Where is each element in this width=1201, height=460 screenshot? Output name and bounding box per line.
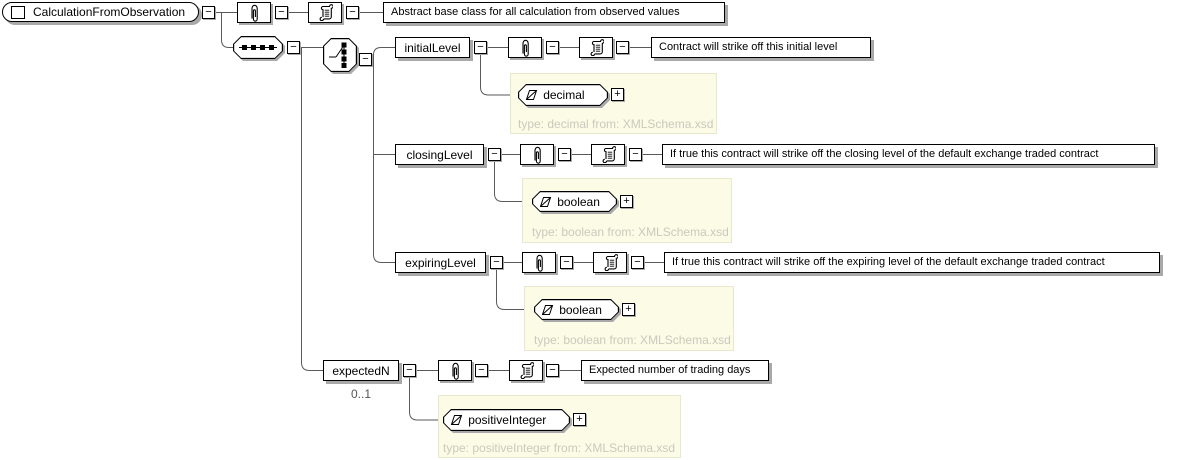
paperclip-icon [533,146,541,164]
annotation-button[interactable] [509,360,543,381]
attributes-button[interactable] [438,360,472,381]
annotation-text[interactable]: If true this contract will strike off th… [664,252,1160,273]
attributes-button[interactable] [508,37,542,58]
annotation-button[interactable] [579,37,613,58]
sequence-compositor[interactable] [233,36,283,59]
datatype-label: boolean [557,194,600,209]
element-expiringlevel[interactable]: expiringLevel [395,252,486,273]
collapse-toggle[interactable]: − [631,256,644,269]
datatype-box-decimal[interactable]: decimal [518,84,608,106]
collapse-toggle[interactable]: − [202,6,215,19]
expand-toggle[interactable]: + [573,413,586,426]
collapse-toggle[interactable]: − [560,256,573,269]
slanted-square-icon [450,414,463,426]
expand-toggle[interactable]: + [622,303,635,316]
sequence-icon [239,43,277,52]
collapse-toggle[interactable]: − [359,53,372,66]
datatype-label: boolean [559,302,602,317]
collapse-toggle[interactable]: − [558,148,571,161]
annotation-text[interactable]: If true this contract will strike off th… [662,144,1155,165]
element-closinglevel[interactable]: closingLevel [395,144,484,165]
root-element[interactable]: CalculationFromObservation [2,2,199,22]
collapse-toggle[interactable]: − [474,41,487,54]
choice-icon [329,42,351,68]
annotation-button[interactable] [591,144,625,165]
scroll-icon [590,39,604,56]
annotation-text[interactable]: Contract will strike off this initial le… [651,37,871,58]
datatype-label: decimal [543,88,585,102]
attributes-button[interactable] [522,252,556,273]
type-note: type: positiveInteger from: XMLSchema.xs… [443,441,676,455]
annotation-button[interactable] [593,252,627,273]
type-panel-boolean-2 [524,286,734,351]
cardinality-label: 0..1 [350,387,371,401]
collapse-toggle[interactable]: − [490,256,503,269]
square-icon [11,5,25,19]
datatype-label: positiveInteger [468,413,547,427]
collapse-toggle[interactable]: − [546,364,559,377]
paperclip-icon [521,39,529,57]
root-element-label: CalculationFromObservation [33,5,186,19]
paperclip-icon [535,254,543,272]
collapse-toggle[interactable]: − [275,6,288,19]
element-label: closingLevel [406,147,473,162]
annotation-text[interactable]: Expected number of trading days [581,360,769,381]
datatype-box-positiveinteger[interactable]: positiveInteger [443,409,570,431]
collapse-toggle[interactable]: − [287,41,300,54]
collapse-toggle[interactable]: − [403,364,416,377]
expand-toggle[interactable]: + [620,195,633,208]
collapse-toggle[interactable]: − [616,41,629,54]
slanted-square-icon [539,196,552,208]
element-label: expiringLevel [405,255,476,270]
collapse-toggle[interactable]: − [488,148,501,161]
scroll-icon [602,146,616,163]
expand-toggle[interactable]: + [611,88,624,101]
scroll-icon [604,254,618,271]
slanted-square-icon [525,89,538,101]
slanted-square-icon [541,304,554,316]
paperclip-icon [250,4,258,22]
type-note: type: boolean from: XMLSchema.xsd [534,333,731,347]
choice-compositor[interactable] [323,38,357,72]
scroll-icon [520,362,534,379]
collapse-toggle[interactable]: − [475,364,488,377]
annotation-text[interactable]: Abstract base class for all calculation … [383,2,725,23]
type-note: type: decimal from: XMLSchema.xsd [518,117,714,131]
element-expectedn[interactable]: expectedN [323,360,399,381]
element-initiallevel[interactable]: initialLevel [395,37,470,58]
scroll-icon [319,4,333,21]
element-label: expectedN [332,363,390,378]
annotation-button[interactable] [308,2,342,23]
datatype-box-boolean[interactable]: boolean [534,299,619,320]
attributes-button[interactable] [237,2,271,23]
collapse-toggle[interactable]: − [629,148,642,161]
collapse-toggle[interactable]: − [346,6,359,19]
datatype-box-boolean[interactable]: boolean [532,191,617,212]
type-note: type: boolean from: XMLSchema.xsd [532,225,729,239]
element-label: initialLevel [404,40,461,55]
collapse-toggle[interactable]: − [546,41,559,54]
paperclip-icon [451,362,459,380]
attributes-button[interactable] [520,144,554,165]
